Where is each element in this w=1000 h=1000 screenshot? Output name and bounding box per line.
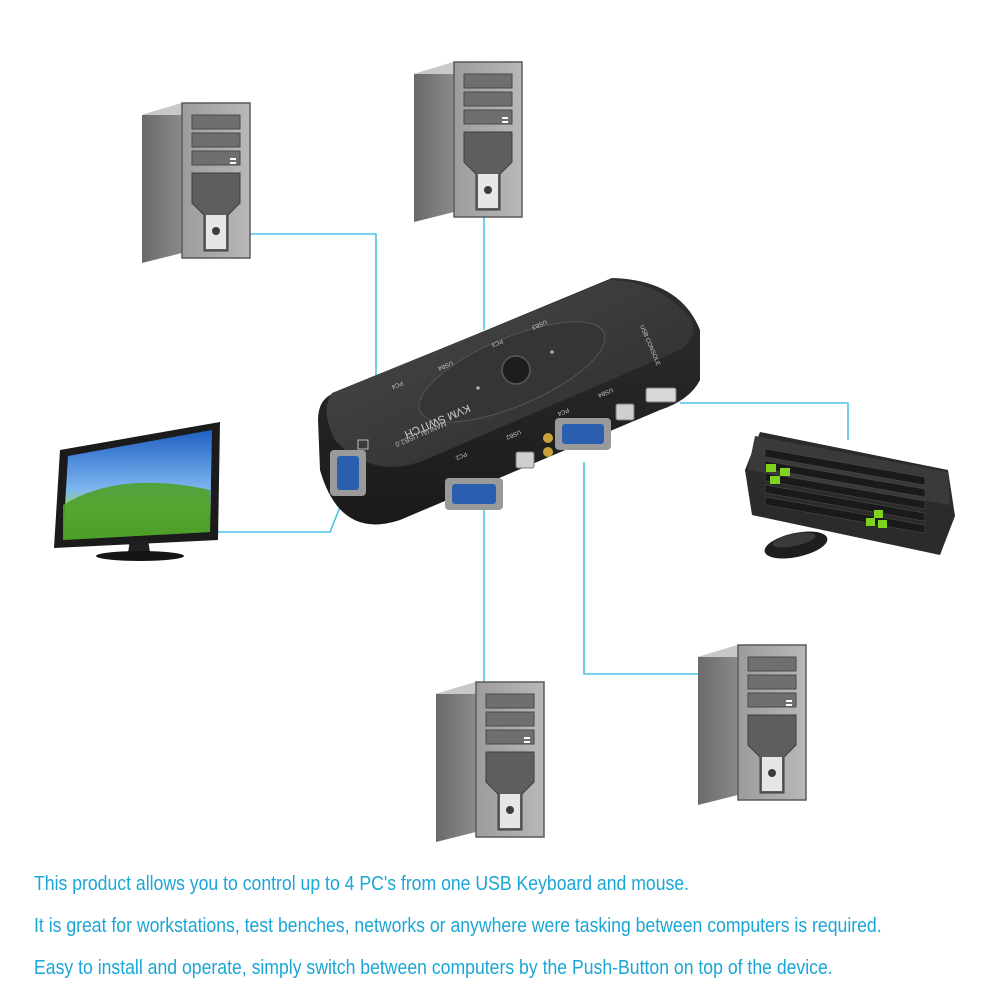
- monitor-icon: [54, 422, 220, 561]
- computer-tower-top-left-icon: [141, 102, 251, 264]
- mouse-icon: [764, 531, 828, 559]
- port-label-usb4-top: USB4: [436, 359, 453, 371]
- wire-pc-bottom-right: [583, 462, 700, 675]
- computer-tower-bottom-center-icon: [435, 681, 545, 843]
- push-button: [501, 355, 531, 385]
- computer-tower-bottom-right-icon: [697, 644, 807, 806]
- port-label-pc2: PC2: [454, 450, 468, 460]
- keyboard-icon: [745, 432, 955, 555]
- caption-line-2: It is great for workstations, test bench…: [34, 914, 882, 937]
- port-label-pc4-front: PC4: [556, 406, 570, 416]
- caption-line-3: Easy to install and operate, simply swit…: [34, 956, 833, 979]
- port-label-usb3-top: USB3: [530, 318, 547, 330]
- port-label-usb4-front: USB4: [596, 386, 613, 398]
- usb-b-port-pc2: [515, 451, 535, 469]
- wire-monitor: [214, 491, 347, 533]
- port-label-usb2: USB2: [504, 428, 521, 440]
- computer-tower-top-center-icon: [413, 61, 523, 223]
- vga-port-console: [330, 450, 366, 496]
- wire-keyboard: [680, 402, 849, 440]
- port-label-pc4-top: PC4: [390, 379, 404, 389]
- caption-line-1: This product allows you to control up to…: [34, 872, 690, 895]
- usb-b-port-pc4: [615, 403, 635, 421]
- usb-a-console-port: [645, 387, 677, 403]
- port-label-pc3-top: PC3: [490, 337, 504, 347]
- wire-pc-top-left: [248, 233, 377, 382]
- vga-port-pc4: [555, 418, 611, 450]
- connection-wires: [214, 214, 849, 686]
- kvm-switch-device: KVM SWITCH MANUAL USB2.0 PC4 USB4 PC3 US…: [318, 278, 700, 525]
- vga-port-pc2: [445, 478, 503, 510]
